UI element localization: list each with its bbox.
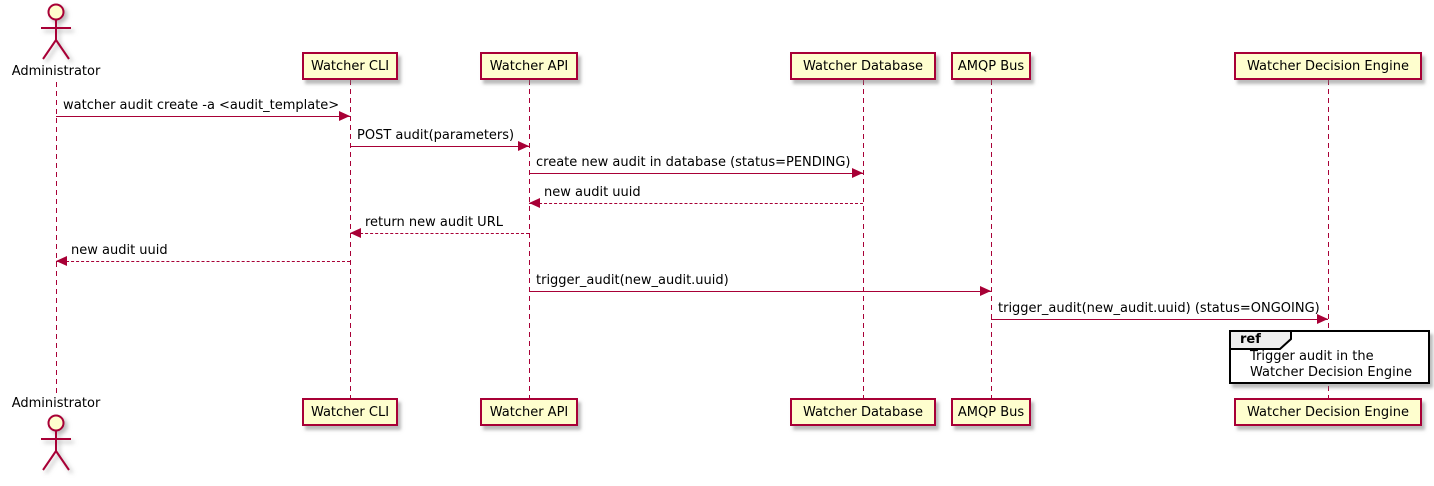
actor-label-administrator-bottom: Administrator	[11, 396, 101, 411]
message-label: watcher audit create -a <audit_template>	[63, 98, 340, 113]
arrowhead-icon	[56, 256, 67, 266]
message-post-audit: POST audit(parameters)	[350, 128, 529, 151]
participant-label: Watcher Decision Engine	[1247, 58, 1409, 74]
arrowhead-icon	[529, 198, 540, 208]
arrowhead-icon	[518, 141, 529, 151]
participant-box-amqp-bus-top: AMQP Bus	[951, 52, 1031, 80]
participant-label: Watcher API	[489, 58, 569, 74]
participant-box-watcher-api-bottom: Watcher API	[480, 398, 578, 426]
lifeline-watcher-decision-engine	[1327, 80, 1329, 398]
ref-text-line: Watcher Decision Engine	[1250, 364, 1412, 380]
message-label: return new audit URL	[365, 215, 503, 230]
participant-box-watcher-database-top: Watcher Database	[790, 52, 936, 80]
arrowhead-icon	[980, 286, 991, 296]
lifeline-amqp-bus	[990, 80, 992, 398]
message-create-new-audit: create new audit in database (status=PEN…	[529, 155, 863, 178]
message-label: POST audit(parameters)	[357, 128, 515, 143]
ref-keyword: ref	[1240, 332, 1261, 347]
participant-label: Watcher Database	[803, 404, 923, 420]
message-trigger-audit: trigger_audit(new_audit.uuid)	[529, 273, 991, 296]
lifeline-watcher-database	[862, 80, 864, 398]
ref-body: Trigger audit in the Watcher Decision En…	[1250, 349, 1412, 380]
message-label: create new audit in database (status=PEN…	[536, 155, 851, 170]
ref-fragment: ref Trigger audit in the Watcher Decisio…	[1229, 330, 1430, 384]
participant-box-watcher-decision-engine-bottom: Watcher Decision Engine	[1234, 398, 1422, 426]
arrowhead-icon	[339, 111, 350, 121]
participant-label: Watcher Decision Engine	[1247, 404, 1409, 420]
participant-label: Watcher CLI	[310, 404, 390, 420]
participant-box-amqp-bus-bottom: AMQP Bus	[951, 398, 1031, 426]
participant-label: AMQP Bus	[957, 404, 1025, 420]
message-watcher-audit-create: watcher audit create -a <audit_template>	[56, 98, 350, 121]
actor-label-administrator-top: Administrator	[11, 64, 101, 79]
message-trigger-audit-ongoing: trigger_audit(new_audit.uuid) (status=ON…	[991, 301, 1328, 324]
participant-box-watcher-database-bottom: Watcher Database	[790, 398, 936, 426]
participant-box-watcher-decision-engine-top: Watcher Decision Engine	[1234, 52, 1422, 80]
participant-label: Watcher Database	[803, 58, 923, 74]
message-label: new audit uuid	[71, 243, 168, 258]
participant-label: Watcher CLI	[310, 58, 390, 74]
lifeline-watcher-api	[528, 80, 530, 398]
arrowhead-icon	[1317, 314, 1328, 324]
participant-box-watcher-api-top: Watcher API	[480, 52, 578, 80]
actor-figure-icon	[41, 3, 71, 60]
arrowhead-icon	[852, 168, 863, 178]
ref-text-line: Trigger audit in the	[1250, 349, 1374, 364]
ref-tab-shape-icon	[1229, 330, 1292, 350]
arrowhead-icon	[350, 228, 361, 238]
participant-box-watcher-cli-bottom: Watcher CLI	[302, 398, 398, 426]
message-new-audit-uuid-return-admin: new audit uuid	[56, 243, 350, 266]
message-return-new-audit-url: return new audit URL	[350, 215, 529, 238]
lifeline-watcher-cli	[349, 80, 351, 398]
actor-figure-icon	[41, 414, 71, 471]
message-label: new audit uuid	[544, 185, 641, 200]
message-label: trigger_audit(new_audit.uuid) (status=ON…	[998, 301, 1320, 316]
message-new-audit-uuid-return-api: new audit uuid	[529, 185, 863, 208]
lifeline-administrator	[55, 82, 57, 394]
participant-label: Watcher API	[489, 404, 569, 420]
participant-label: AMQP Bus	[957, 58, 1025, 74]
message-label: trigger_audit(new_audit.uuid)	[536, 273, 729, 288]
participant-box-watcher-cli-top: Watcher CLI	[302, 52, 398, 80]
